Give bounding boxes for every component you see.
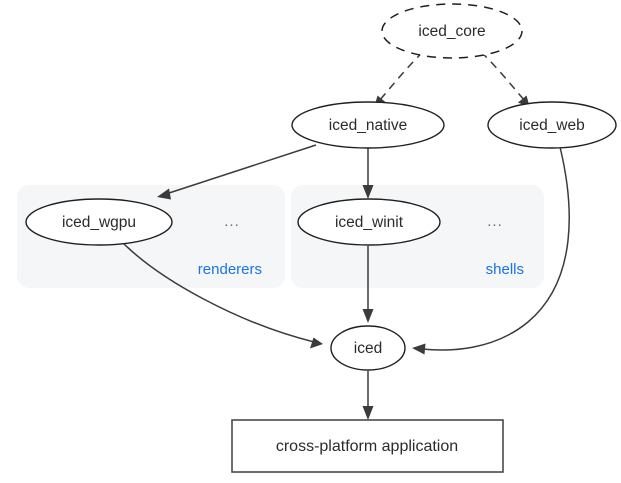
node-iced_web-label: iced_web (519, 117, 585, 134)
node-iced_winit[interactable]: iced_winit (297, 198, 441, 246)
edge-iced_native-to-iced_wgpu (157, 144, 317, 200)
node-app-shape[interactable] (231, 419, 504, 473)
arrow-head-web-iced (412, 343, 426, 355)
node-iced_web[interactable]: iced_web (487, 101, 617, 149)
edge-iced_wgpu-to-iced (121, 241, 323, 349)
node-iced_web-shape[interactable] (487, 101, 617, 149)
node-iced_native-label: iced_native (329, 117, 407, 134)
arrow-head-winit-iced (362, 309, 374, 323)
edge-iced_core-to-iced_web (480, 51, 530, 108)
cluster-shells-label: shells (486, 261, 524, 278)
edge-path-web-iced (421, 146, 570, 351)
cluster-renderers-ellipsis: ... (224, 213, 240, 230)
node-iced_winit-label: iced_winit (335, 214, 404, 231)
node-iced_core[interactable]: iced_core (381, 3, 523, 59)
arrow-head-wgpu-iced (310, 337, 323, 349)
node-iced_winit-shape[interactable] (297, 198, 441, 246)
edge-iced-to-app (362, 371, 374, 420)
edge-path-core-native (378, 51, 424, 102)
edge-path-native-wgpu (165, 144, 317, 195)
node-iced_native[interactable]: iced_native (291, 101, 445, 149)
arrow-head-native-winit (362, 185, 374, 199)
edge-iced_core-to-iced_native (374, 51, 424, 108)
arrow-head-native-wgpu (157, 188, 171, 200)
node-cross-platform-application[interactable]: cross-platform application (231, 419, 504, 473)
node-iced_core-label: iced_core (418, 23, 485, 40)
node-iced_wgpu-label: iced_wgpu (62, 214, 136, 231)
cluster-renderers-label: renderers (198, 261, 262, 278)
edge-path-wgpu-iced (121, 241, 315, 343)
node-iced[interactable]: iced (330, 325, 406, 371)
edge-iced_web-to-iced (412, 146, 570, 355)
edge-path-core-web (480, 51, 526, 102)
arrow-head-iced-app (362, 406, 374, 420)
node-app-label: cross-platform application (276, 438, 458, 455)
node-iced_native-shape[interactable] (291, 101, 445, 149)
node-iced_wgpu-shape[interactable] (25, 198, 173, 246)
node-iced-shape[interactable] (330, 325, 406, 371)
node-iced-label: iced (354, 340, 382, 357)
edge-iced_native-to-iced_winit (362, 148, 374, 199)
edge-iced_winit-to-iced (362, 246, 374, 323)
cluster-shells-ellipsis: ... (487, 213, 503, 230)
node-iced_core-shape[interactable] (381, 3, 523, 59)
node-iced_wgpu[interactable]: iced_wgpu (25, 198, 173, 246)
